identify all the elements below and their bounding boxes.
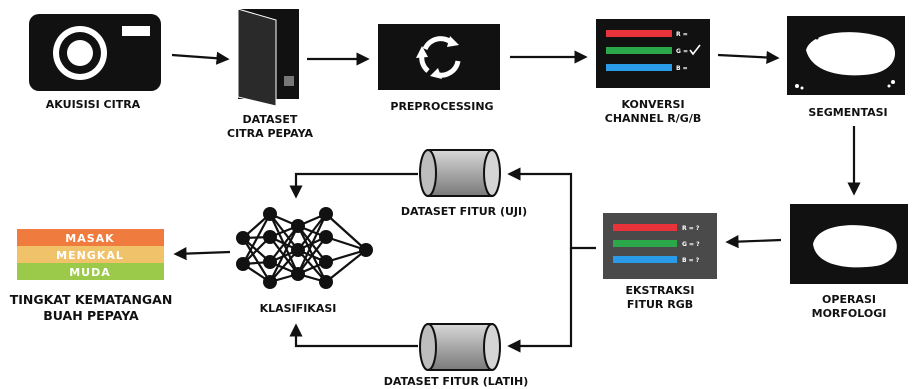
binary-mask-icon xyxy=(790,204,908,284)
klasifikasi-node: KLASIFIKASI xyxy=(236,207,373,315)
kematangan-label-line2: BUAH PEPAYA xyxy=(43,308,139,323)
konversi-label-line2: CHANNEL R/G/B xyxy=(605,112,701,125)
arrow-ekstraksi-latih xyxy=(507,248,573,353)
konversi-label-line1: KONVERSI xyxy=(621,98,684,111)
camera-icon xyxy=(29,14,161,91)
dataset-latih-node: DATASET FITUR (LATIH) xyxy=(384,323,529,388)
dataset-citra-label-line1: DATASET xyxy=(243,113,298,126)
dataset-uji-node: DATASET FITUR (UJI) xyxy=(401,149,527,218)
preprocessing-label: PREPROCESSING xyxy=(390,100,493,113)
konversi-r-label: R = xyxy=(676,31,688,38)
check-icon xyxy=(689,44,701,56)
morfologi-label-line2: MORFOLOGI xyxy=(812,307,887,320)
level-muda-label: MUDA xyxy=(69,266,111,279)
ekstraksi-label-line2: FITUR RGB xyxy=(627,298,693,311)
konversi-g-label: G = xyxy=(676,48,688,55)
segmentasi-label: SEGMENTASI xyxy=(808,106,887,119)
rgb-feature-icon: R = ? G = ? B = ? xyxy=(603,213,717,279)
arrow-konversi-segmentasi xyxy=(717,50,780,65)
preprocessing-node: PREPROCESSING xyxy=(378,24,500,113)
morfologi-label-line1: OPERASI xyxy=(822,293,876,306)
konversi-b-label: B = xyxy=(676,65,688,72)
refresh-icon xyxy=(378,24,500,90)
dataset-uji-label: DATASET FITUR (UJI) xyxy=(401,205,527,218)
folder-icon xyxy=(237,8,299,107)
level-mengkal xyxy=(17,246,164,263)
morfologi-node: OPERASI MORFOLOGI xyxy=(790,204,908,320)
ekstraksi-node: R = ? G = ? B = ? EKSTRAKSI FITUR RGB xyxy=(603,213,717,311)
flow-arrows xyxy=(171,50,861,353)
ekstraksi-r-label: R = ? xyxy=(682,225,700,232)
ekstraksi-b-label: B = ? xyxy=(682,257,700,264)
dataset-latih-label: DATASET FITUR (LATIH) xyxy=(384,375,529,388)
level-masak-label: MASAK xyxy=(65,232,114,245)
ekstraksi-g-label: G = ? xyxy=(682,241,700,248)
klasifikasi-label: KLASIFIKASI xyxy=(260,302,337,315)
arrow-akuisisi-dataset xyxy=(171,51,230,65)
level-masak xyxy=(17,229,164,246)
kematangan-node: MASAK MENGKAL MUDA TINGKAT KEMATANGAN BU… xyxy=(10,229,173,323)
maturity-legend: MASAK MENGKAL MUDA xyxy=(17,229,164,280)
kematangan-label-line1: TINGKAT KEMATANGAN xyxy=(10,292,173,307)
level-mengkal-label: MENGKAL xyxy=(56,249,124,262)
segmentasi-node: SEGMENTASI xyxy=(787,16,905,119)
dataset-citra-node: DATASET CITRA PEPAYA xyxy=(227,8,313,140)
ekstraksi-label-line1: EKSTRAKSI xyxy=(626,284,695,297)
akuisisi-node: AKUISISI CITRA xyxy=(29,14,161,111)
arrow-uji-klasifikasi xyxy=(289,172,418,199)
rgb-bars-icon: R = G = B = xyxy=(596,19,710,88)
cylinder-icon xyxy=(419,149,501,197)
dataset-citra-label-line2: CITRA PEPAYA xyxy=(227,127,313,140)
akuisisi-label: AKUISISI CITRA xyxy=(46,98,141,111)
arrow-ekstraksi-uji xyxy=(507,167,596,250)
arrow-latih-klasifikasi xyxy=(289,323,418,348)
konversi-node: R = G = B = KONVERSI CHANNEL R/G/B xyxy=(596,19,710,125)
arrow-klasifikasi-kematangan xyxy=(173,247,231,261)
segmented-fruit-icon xyxy=(787,16,905,95)
arrow-morfologi-ekstraksi xyxy=(725,235,782,249)
cylinder-icon xyxy=(419,323,501,371)
level-muda xyxy=(17,263,164,280)
neural-network-nodes xyxy=(236,207,373,289)
